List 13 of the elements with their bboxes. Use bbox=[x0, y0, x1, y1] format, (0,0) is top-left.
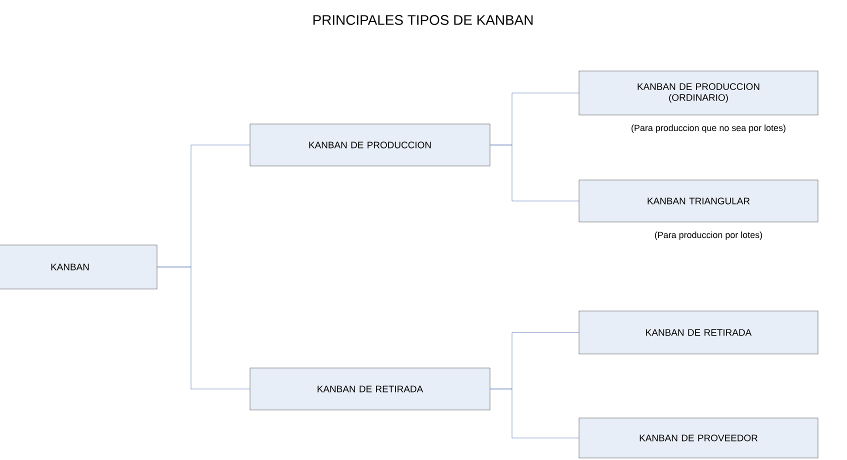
process-box: KANBAN DE PROVEEDOR bbox=[578, 418, 818, 458]
caption-text: (Para produccion que no sea por lotes) bbox=[632, 124, 786, 133]
caption-text: (Para produccion por lotes) bbox=[655, 232, 762, 240]
process-box: KANBAN bbox=[0, 244, 158, 290]
connector-line bbox=[490, 388, 579, 438]
process-box: KANBAN DE PRODUCCION (ORDINARIO) bbox=[578, 70, 818, 116]
connector-line bbox=[490, 144, 579, 202]
process-box: KANBAN DE RETIRADA bbox=[578, 310, 818, 354]
connector-line bbox=[157, 266, 250, 390]
process-box: KANBAN DE RETIRADA bbox=[250, 368, 490, 410]
title: PRINCIPALES TIPOS DE KANBAN bbox=[313, 15, 533, 25]
process-box: KANBAN DE PRODUCCION bbox=[250, 124, 490, 166]
process-box: KANBAN TRIANGULAR bbox=[578, 180, 818, 222]
